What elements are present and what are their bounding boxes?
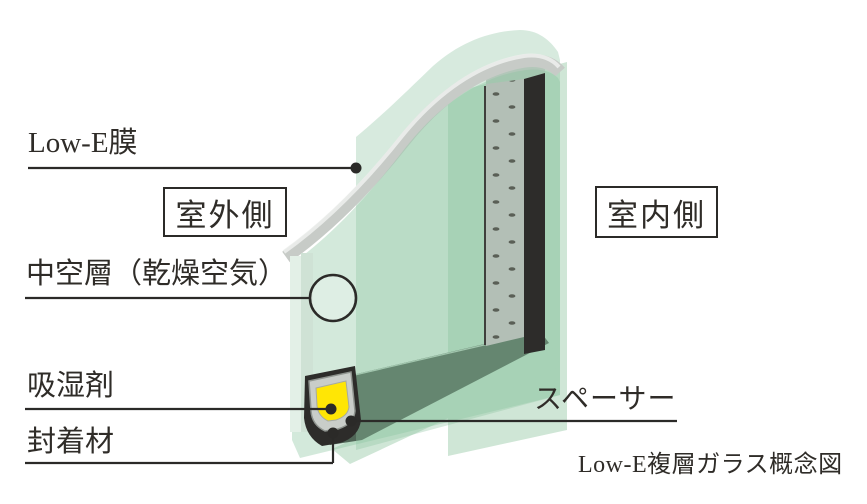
pane-bottom-edge-sliver (332, 347, 560, 464)
glass-edge-band (282, 54, 565, 263)
spacer-strip-perforations (486, 79, 524, 346)
label-sealant: 封着材 (27, 426, 115, 458)
air-layer-highlight-circle (308, 273, 358, 323)
spacer-callout-dot (345, 415, 357, 427)
indoor-side-label: 室内側 (607, 197, 706, 233)
label-desiccant: 吸湿剤 (27, 370, 115, 402)
sealant-vertical-strip (524, 73, 545, 354)
desiccant-fill (315, 380, 350, 422)
sealant-bar-front (312, 331, 549, 445)
outdoor-side-box: 室外側 (163, 187, 287, 237)
callout-lines (25, 166, 677, 465)
diagram-caption: Low-E複層ガラス概念図 (578, 452, 843, 478)
lowe-film-callout-dot (350, 162, 362, 174)
indoor-side-box: 室内側 (595, 186, 718, 238)
sealant-callout-dot (327, 427, 339, 439)
front-pane-edge-light (290, 256, 301, 432)
label-spacer: スペーサー (534, 384, 677, 415)
label-air-layer: 中空層（乾燥空気） (26, 258, 288, 290)
outdoor-side-label: 室外側 (175, 197, 275, 233)
label-low-e-film: Low-E膜 (28, 127, 138, 159)
glass-edge-band-highlight (282, 53, 561, 254)
desiccant-callout-dot (325, 403, 337, 415)
